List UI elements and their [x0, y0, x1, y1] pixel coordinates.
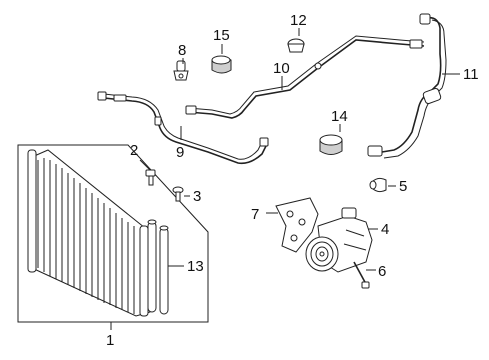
condenser-assembly [17, 144, 209, 323]
bolt-2 [145, 169, 156, 186]
refrigerant-line-9 [97, 91, 269, 165]
callout-13: 13 [187, 258, 204, 275]
bolt-3 [172, 186, 184, 202]
compressor-4 [305, 207, 373, 273]
bracket-7 [275, 197, 319, 253]
fitting-5 [369, 177, 387, 193]
callout-5: 5 [399, 178, 407, 195]
callout-14: 14 [331, 108, 348, 125]
callout-8: 8 [178, 42, 186, 59]
callout-2: 2 [130, 142, 138, 159]
callout-1: 1 [106, 332, 114, 349]
callout-12: 12 [290, 12, 307, 29]
drier-tube-right [159, 227, 169, 315]
service-cap-14 [319, 134, 343, 155]
callout-6: 6 [378, 263, 386, 280]
receiver-drier [147, 219, 169, 315]
callout-7: 7 [251, 206, 259, 223]
callout-11: 11 [463, 66, 479, 83]
leader-lines [110, 28, 460, 330]
callout-15: 15 [213, 27, 230, 44]
callout-3: 3 [193, 188, 201, 205]
callout-10: 10 [273, 60, 290, 77]
condenser-side-tank [27, 149, 37, 273]
drier-tube-left [147, 221, 157, 313]
callout-labels: 1 2 3 4 5 6 7 8 9 10 11 12 13 14 15 [106, 12, 479, 349]
sensor-12 [287, 38, 305, 53]
pressure-switch-8 [173, 60, 189, 81]
refrigerant-line-10 [185, 35, 425, 119]
condenser-right-tank [139, 225, 149, 317]
condenser-fins [37, 158, 135, 314]
stud-6 [353, 261, 370, 289]
callout-4: 4 [381, 221, 389, 238]
service-cap-15 [211, 55, 232, 74]
condenser-frame [17, 144, 209, 323]
suction-hose-11 [367, 13, 447, 159]
callout-9: 9 [176, 144, 184, 161]
